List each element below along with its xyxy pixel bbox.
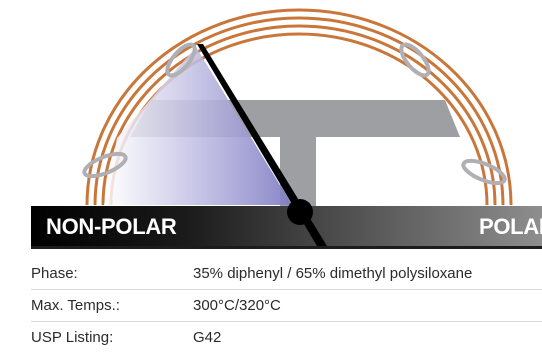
polar-label: POLAR bbox=[479, 214, 542, 239]
spec-value: 300°C/320°C bbox=[193, 297, 281, 314]
polarity-needle bbox=[197, 44, 327, 246]
spec-row-max-temps: Max. Temps.: 300°C/320°C bbox=[31, 290, 542, 322]
spec-label: Max. Temps.: bbox=[31, 297, 120, 314]
spec-label: USP Listing: bbox=[31, 329, 114, 346]
specs-table: Phase: 35% diphenyl / 65% dimethyl polys… bbox=[31, 258, 542, 353]
non-polar-label: NON-POLAR bbox=[46, 214, 177, 239]
spec-value: G42 bbox=[193, 329, 222, 346]
spec-row-usp-listing: USP Listing: G42 bbox=[31, 322, 542, 353]
coil-wraps bbox=[82, 42, 507, 186]
polarity-fan bbox=[104, 47, 292, 205]
polarity-bar-underline bbox=[31, 246, 542, 249]
polarity-graphic bbox=[31, 8, 542, 249]
spec-row-phase: Phase: 35% diphenyl / 65% dimethyl polys… bbox=[31, 258, 542, 290]
spec-value: 35% diphenyl / 65% dimethyl polysiloxane bbox=[193, 265, 473, 282]
polarity-bar bbox=[31, 206, 542, 246]
spec-label: Phase: bbox=[31, 265, 78, 282]
